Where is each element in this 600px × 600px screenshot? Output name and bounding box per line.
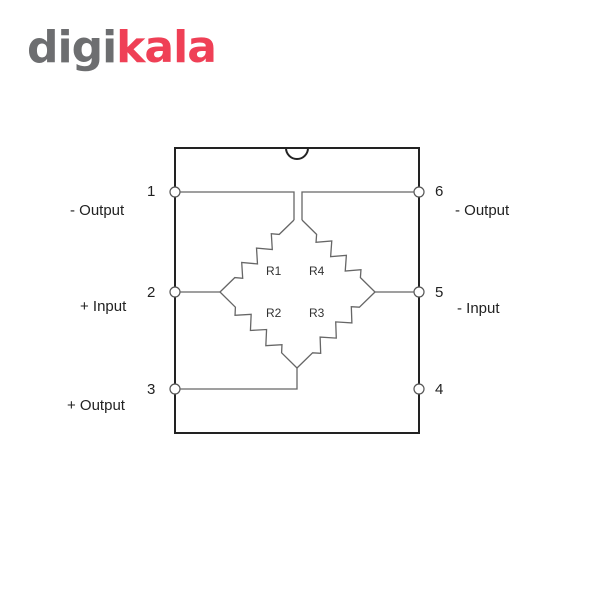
resistor-r4 xyxy=(301,219,376,293)
pin-2-terminal xyxy=(169,286,181,298)
resistor-r3 xyxy=(296,291,376,369)
logo-text-digi: digi xyxy=(27,22,117,73)
resistor-r1 xyxy=(219,219,295,293)
pin-4-terminal xyxy=(413,383,425,395)
pin-5-label: - Input xyxy=(457,300,500,317)
ic-notch xyxy=(285,147,309,160)
wire-pin6 xyxy=(301,191,414,220)
pin-5-number: 5 xyxy=(435,284,444,301)
pin-4-number: 4 xyxy=(435,381,444,398)
pin-6-terminal xyxy=(413,186,425,198)
pin-1-number: 1 xyxy=(147,183,156,200)
pin-5-terminal xyxy=(413,286,425,298)
pin-6-label: - Output xyxy=(455,202,510,219)
label-r4: R4 xyxy=(309,264,325,278)
pin-1-terminal xyxy=(169,186,181,198)
label-r3: R3 xyxy=(309,306,325,320)
pin-3-terminal xyxy=(169,383,181,395)
ic-package-outline xyxy=(174,147,420,434)
label-r2: R2 xyxy=(266,306,282,320)
wire-pin1 xyxy=(180,191,295,220)
pin-2-number: 2 xyxy=(147,284,156,301)
pin-2-label: + Input xyxy=(80,298,127,315)
pin-3-number: 3 xyxy=(147,381,156,398)
digikala-logo: digikala xyxy=(27,22,217,73)
pin-3-label: + Output xyxy=(67,397,125,414)
label-r1: R1 xyxy=(266,264,282,278)
resistor-r2 xyxy=(219,291,298,369)
logo-text-kala: kala xyxy=(116,22,217,73)
wire-pin3 xyxy=(180,368,298,390)
pin-6-number: 6 xyxy=(435,183,444,200)
pin-1-label: - Output xyxy=(70,202,125,219)
